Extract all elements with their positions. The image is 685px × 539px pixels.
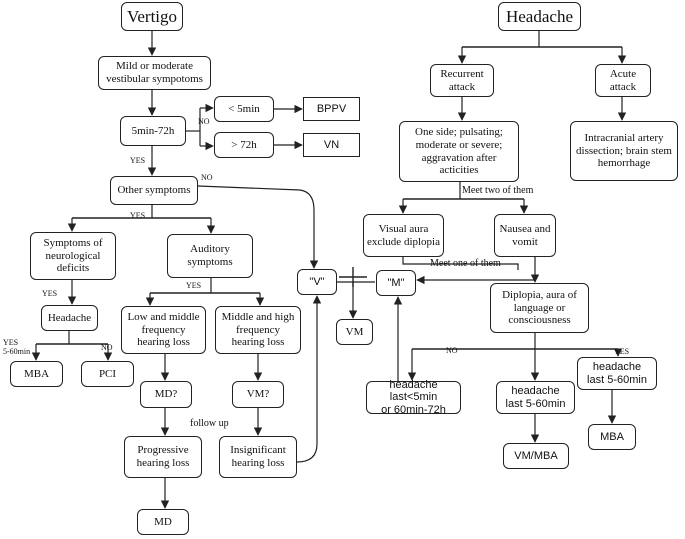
- label-no-other: NO: [201, 173, 213, 182]
- node-bppv: BPPV: [303, 97, 360, 121]
- node-intracranial-dissection: Intracranial artery dissection; brain st…: [570, 121, 678, 181]
- node-mild-vestibular: Mild or moderate vestibular sympotoms: [98, 56, 211, 90]
- node-low-middle-hearing-loss: Low and middle frequency hearing loss: [121, 306, 206, 354]
- label-yes-diplopia: YES: [614, 347, 630, 356]
- label-yes-headache: YES: [42, 289, 58, 298]
- node-middle-high-hearing-loss: Middle and high frequency hearing loss: [215, 306, 301, 354]
- node-visual-aura: Visual aura exclude diplopia: [363, 214, 444, 257]
- node-auditory-symptoms: Auditory symptoms: [167, 234, 253, 278]
- node-5min-72h: 5min-72h: [120, 116, 186, 146]
- label-no-duration: NO: [198, 117, 210, 126]
- curved-arrow-29: [296, 295, 322, 463]
- node-insignificant-hearing-loss: Insignificant hearing loss: [219, 436, 297, 478]
- node-pci: PCI: [81, 361, 134, 387]
- label-no-pci: NO: [101, 343, 113, 352]
- label-no-diplopia: NO: [446, 346, 458, 355]
- node-mba-left: MBA: [10, 361, 63, 387]
- node-nausea-vomit: Nausea and vomit: [494, 214, 556, 257]
- node-mba-right: MBA: [588, 424, 636, 450]
- label-meet-one: Meet one of them: [430, 258, 501, 269]
- node-lt-5min: < 5min: [214, 96, 274, 122]
- label-yes-5-60min: YES 5-60min: [3, 338, 31, 356]
- node-neuro-deficits: Symptoms of neurological deficits: [30, 232, 116, 280]
- node-vn: VN: [303, 133, 360, 157]
- label-yes-auditory: YES: [186, 281, 202, 290]
- label-yes-other: YES: [130, 156, 146, 165]
- node-v: "V": [297, 269, 337, 295]
- node-headache-last-b: headache last 5-60min: [496, 381, 575, 414]
- node-vertigo: Vertigo: [121, 2, 183, 31]
- curved-arrow-28: [197, 185, 319, 269]
- node-headache: Headache: [498, 2, 581, 31]
- label-follow-up: follow up: [190, 418, 229, 429]
- node-md: MD: [137, 509, 189, 535]
- node-one-side-pulsating: One side; pulsating; moderate or severe;…: [399, 121, 519, 182]
- line-44: [402, 257, 519, 270]
- node-headache-last-a: headache last<5min or 60min-72h: [366, 379, 461, 416]
- label-yes-split: YES: [130, 211, 146, 220]
- label-meet-two: Meet two of them: [462, 185, 534, 196]
- node-vm: VM: [336, 319, 373, 345]
- node-diplopia-aura: Diplopia, aura of language or consciousn…: [490, 283, 589, 333]
- node-acute-attack: Acute attack: [595, 64, 651, 97]
- node-gt-72h: > 72h: [214, 132, 274, 158]
- node-other-symptoms: Other symptoms: [110, 176, 198, 205]
- node-progressive-hearing-loss: Progressive hearing loss: [124, 436, 202, 478]
- node-vm-mba: VM/MBA: [503, 443, 569, 469]
- node-headache-left: Headache: [41, 305, 98, 331]
- node-recurrent-attack: Recurrent attack: [430, 64, 494, 97]
- node-md-question: MD?: [140, 381, 192, 408]
- node-vm-question: VM?: [232, 381, 284, 408]
- node-m: "M": [376, 270, 416, 296]
- node-headache-last-c: headache last 5-60min: [577, 357, 657, 390]
